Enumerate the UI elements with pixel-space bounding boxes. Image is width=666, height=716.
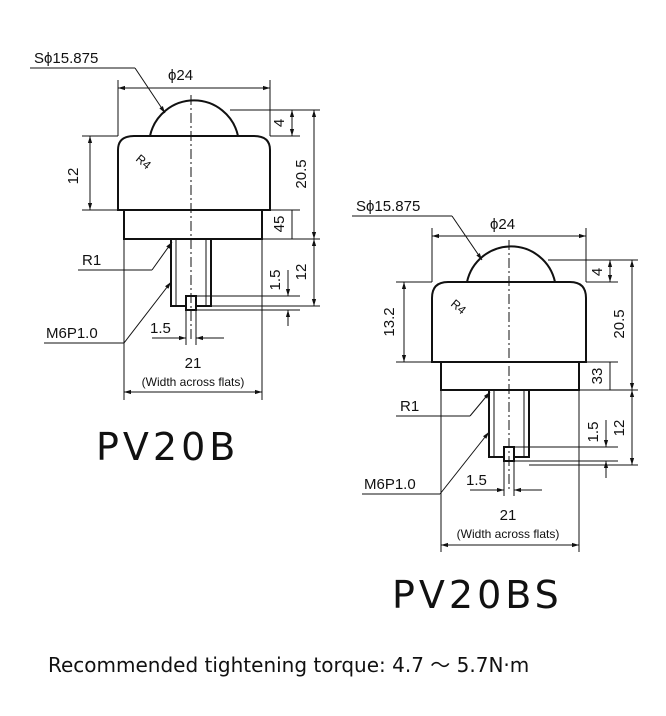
- pv20b-ball: [148, 99, 240, 137]
- pv20bs-slot-depth-label: 1.5: [585, 422, 602, 443]
- pv20bs-dia24-label: ϕ24: [490, 216, 515, 233]
- pv20b-h205-label: 20.5: [293, 159, 310, 188]
- pv20bs-r1-label: R1: [400, 398, 419, 415]
- pv20b-h12-label: 12: [65, 168, 82, 185]
- pv20b-slot-depth-label: 1.5: [267, 270, 284, 291]
- pv20b-slot-width-label: 1.5: [150, 320, 171, 337]
- pv20b-drawing: ϕ24 Sϕ15.875 R4 12 4 20.5 45 12: [30, 50, 320, 469]
- pv20bs-h205-label: 20.5: [611, 309, 628, 338]
- pv20bs-ball-dia-label: Sϕ15.875: [356, 198, 420, 215]
- pv20b-title: PV20B: [96, 425, 239, 469]
- pv20bs-flats-label: 21: [500, 507, 517, 524]
- pv20bs-lower-body: [440, 361, 580, 391]
- pv20bs-title: PV20BS: [392, 573, 563, 617]
- pv20bs-ball: [465, 245, 557, 283]
- pv20b-flats-label: 21: [185, 355, 202, 372]
- pv20bs-slot-width-label: 1.5: [466, 472, 487, 489]
- torque-note: Recommended tightening torque: 4.7 ～ 5.7…: [48, 653, 529, 677]
- pv20b-dia24-label: ϕ24: [168, 67, 193, 84]
- pv20bs-drawing: ϕ24 Sϕ15.875 R4 13.2 4 20.5 33 12 1.5: [352, 198, 638, 617]
- pv20b-thread-label: M6P1.0: [46, 325, 98, 342]
- pv20b-h45-label: 45: [271, 216, 288, 233]
- pv20b-lower-body: [123, 209, 263, 240]
- pv20b-ball-dia-label: Sϕ15.875: [34, 50, 98, 67]
- pv20bs-stem12-label: 12: [611, 420, 628, 437]
- pv20bs-thread-label: M6P1.0: [364, 476, 416, 493]
- pv20bs-h4-label: 4: [589, 268, 606, 276]
- pv20b-stem12-label: 12: [293, 264, 310, 281]
- pv20b-upper-body: [117, 135, 271, 211]
- pv20b-r1-label: R1: [82, 252, 101, 269]
- pv20bs-h132-label: 13.2: [381, 307, 398, 336]
- pv20bs-flats-note: (Width across flats): [457, 527, 560, 541]
- pv20b-flats-note: (Width across flats): [142, 375, 245, 389]
- pv20b-h4-label: 4: [271, 119, 288, 127]
- pv20bs-h33-label: 33: [589, 368, 606, 385]
